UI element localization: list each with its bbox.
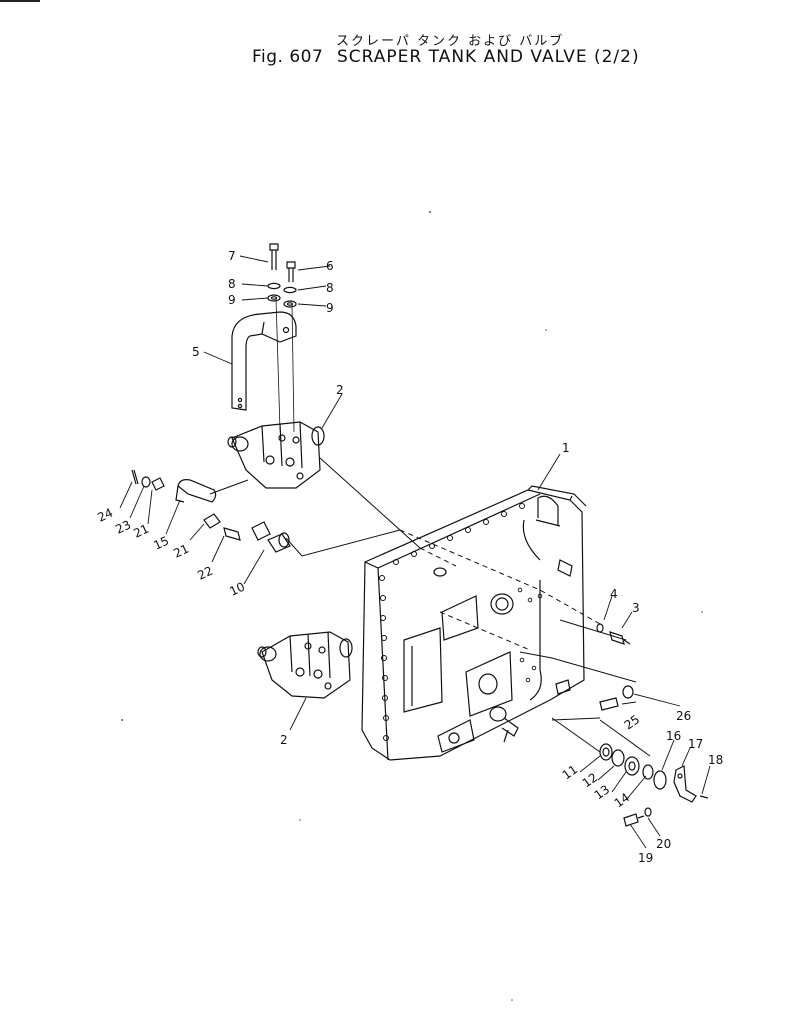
callout-3: 3 (632, 601, 640, 615)
scan-specks (121, 211, 703, 1001)
callout-9-left: 9 (228, 293, 236, 307)
valve-bracket (231, 311, 297, 411)
callout-4: 4 (610, 587, 618, 601)
linkage-parts (131, 469, 291, 553)
callout-numbers: 1 2 2 3 4 5 6 7 8 8 9 9 10 11 12 13 14 1… (95, 249, 723, 865)
control-valve-upper (227, 421, 325, 489)
dashed-leaders (399, 529, 601, 651)
callout-16: 16 (666, 729, 681, 743)
callout-2-lower: 2 (280, 733, 288, 747)
callout-21-lower: 21 (171, 542, 191, 561)
callout-5: 5 (192, 345, 200, 359)
callout-17: 17 (688, 737, 703, 751)
callout-21-left: 21 (131, 522, 151, 541)
leader-lines (209, 457, 651, 757)
right-fasteners (596, 623, 634, 711)
figure-number: Fig. 607 (252, 47, 324, 67)
callout-1: 1 (562, 441, 570, 455)
callout-8-right: 8 (326, 281, 334, 295)
scraper-tank (361, 485, 587, 761)
callout-25: 25 (622, 712, 643, 732)
callout-23: 23 (113, 518, 133, 537)
callout-14: 14 (612, 790, 633, 810)
callout-22: 22 (195, 564, 215, 583)
lower-right-parts (599, 743, 709, 827)
callout-7: 7 (228, 249, 236, 263)
callout-leaders (119, 255, 711, 849)
callout-11: 11 (560, 762, 581, 782)
callout-26: 26 (676, 709, 691, 723)
callout-2-upper: 2 (336, 383, 344, 397)
figure-subtitle-japanese: スクレーパ タンク および バルブ (336, 34, 565, 49)
corner-mark (0, 0, 40, 2)
callout-18: 18 (708, 753, 723, 767)
callout-24: 24 (95, 506, 115, 525)
callout-19: 19 (638, 851, 653, 865)
callout-8-left: 8 (228, 277, 236, 291)
callout-15: 15 (151, 534, 171, 553)
callout-10: 10 (227, 580, 247, 599)
callout-9-right: 9 (326, 301, 334, 315)
callout-20: 20 (656, 837, 671, 851)
figure-title: SCRAPER TANK AND VALVE (2/2) (337, 47, 640, 67)
control-valve-lower (257, 631, 353, 699)
callout-6: 6 (326, 259, 334, 273)
